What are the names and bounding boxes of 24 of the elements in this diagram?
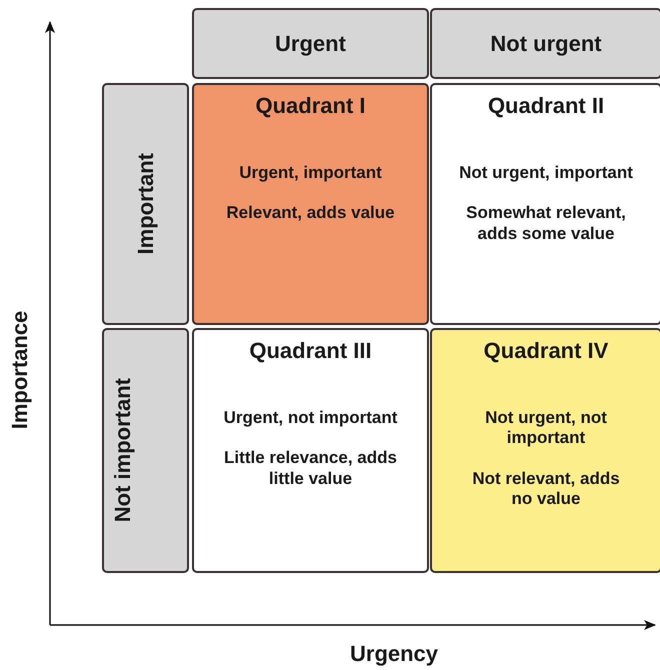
quadrant-box [430,328,660,573]
quadrant-description: Urgent, important [239,163,382,184]
quadrant-box [192,83,429,325]
quadrant-title: Quadrant I [255,93,366,119]
quadrant-box [430,83,660,325]
row-header [102,328,189,573]
quadrant-description: Not urgent, not important [484,408,608,449]
row-header [102,83,189,325]
horizontal-axis-label: Urgency [350,641,438,667]
quadrant-description: Not relevant, adds no value [471,468,621,510]
row-header-label: Not important [110,378,136,523]
column-header: Urgent [192,8,429,79]
quadrant-description: Urgent, not important [224,408,398,428]
row-header-label: Important [132,153,158,255]
quadrant-description: Somewhat relevant, adds some value [465,203,627,244]
quadrant-description: Relevant, adds value [226,203,395,224]
column-header: Not urgent [430,8,660,79]
quadrant-title: Quadrant II [488,93,604,119]
quadrant-title: Quadrant IV [484,338,608,364]
quadrant-description: Little relevance, adds little value [223,448,398,490]
quadrant-title: Quadrant III [249,338,372,364]
vertical-axis-label: Importance [7,310,33,430]
quadrant-description: Not urgent, important [459,163,633,184]
quadrant-box [192,328,429,573]
